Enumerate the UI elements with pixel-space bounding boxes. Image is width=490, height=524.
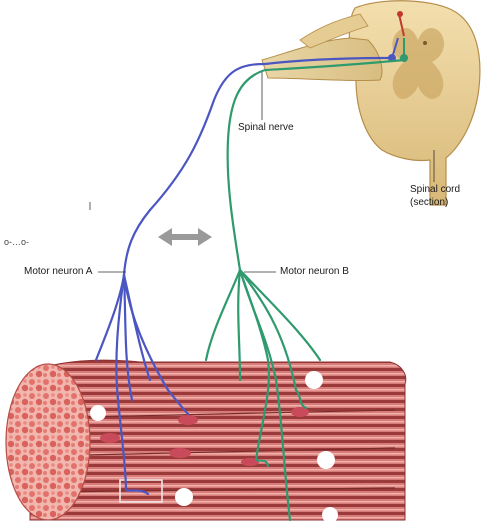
muscle-fiber-bundle xyxy=(6,360,406,523)
label-spinal-nerve: Spinal nerve xyxy=(238,122,294,134)
label-cropped-fragment: o-…o- xyxy=(4,236,29,248)
label-spinal-cord-line1: Spinal cord xyxy=(410,184,460,196)
spinal-cord-section xyxy=(349,1,480,205)
label-motor-neuron-a: Motor neuron A xyxy=(24,266,92,278)
label-motor-neuron-b: Motor neuron B xyxy=(280,266,349,278)
left-right-arrow-icon xyxy=(158,228,212,246)
label-spinal-cord-line2: (section) xyxy=(410,197,448,209)
